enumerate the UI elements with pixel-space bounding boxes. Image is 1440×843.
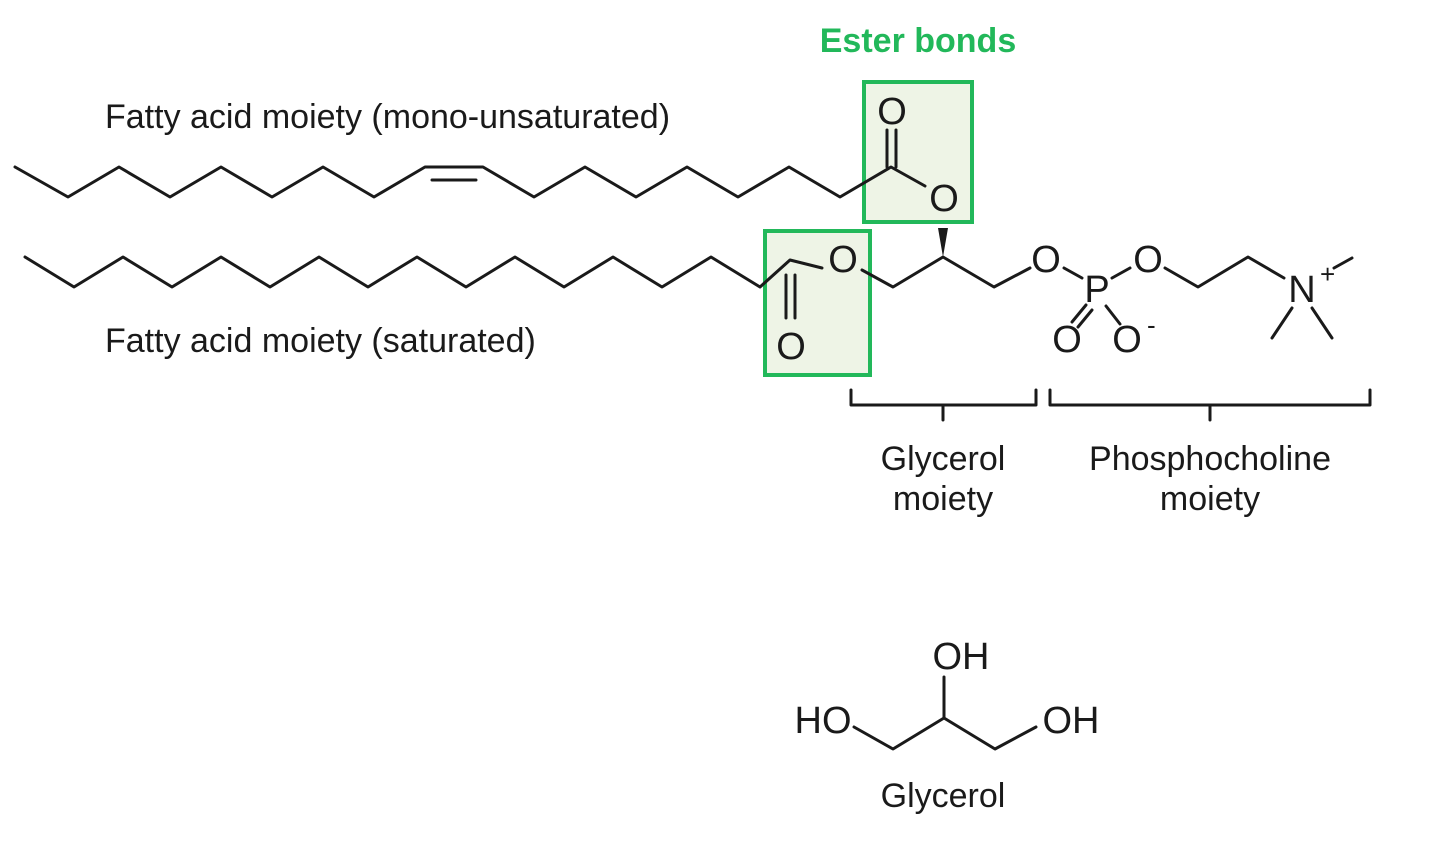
- stereo-wedge-bond: [938, 228, 948, 257]
- p-double-o-bond-a: [1070, 303, 1088, 324]
- p-o-minus-bond: [1104, 304, 1122, 326]
- ester-bond-box-upper: [862, 80, 974, 224]
- glycerol-top-hydroxyl: OH: [933, 636, 990, 678]
- glycerol-carbon-chain: [852, 716, 1038, 751]
- p-double-o-bond-b: [1076, 308, 1094, 329]
- saturated-chain: [23, 255, 824, 289]
- lower-ester-oxygen: O: [828, 239, 858, 281]
- o-p-bond-left: [1062, 266, 1084, 280]
- phosphorus-atom: P: [1084, 269, 1109, 311]
- glycerol-caption: Glycerol: [881, 777, 1006, 815]
- nitrogen-atom: N: [1288, 269, 1315, 311]
- plus-charge: +: [1320, 259, 1335, 289]
- label-fatty-acid-saturated: Fatty acid moiety (saturated): [105, 322, 536, 360]
- phosphocholine-moiety-label-line1: Phosphocholine: [1089, 440, 1331, 478]
- label-fatty-acid-unsaturated: Fatty acid moiety (mono-unsaturated): [105, 98, 670, 136]
- ester-bond-box-lower: [763, 229, 872, 377]
- choline-ester-oxygen: O: [1133, 239, 1163, 281]
- choline-chain: [1163, 255, 1286, 289]
- phosphoryl-oxygen: O: [1052, 319, 1082, 361]
- glycerol-left-hydroxyl: HO: [795, 700, 852, 742]
- glycerol-backbone: [860, 255, 1032, 289]
- glycerol-right-hydroxyl: OH: [1043, 700, 1100, 742]
- glycerol-moiety-label-line2: moiety: [893, 480, 993, 518]
- o-p-bond-right: [1110, 266, 1132, 280]
- lower-carbonyl-oxygen: O: [776, 326, 806, 368]
- upper-carbonyl-oxygen: O: [877, 91, 907, 133]
- phosphocholine-moiety-bracket: [1048, 388, 1372, 407]
- upper-ester-oxygen: O: [929, 178, 959, 220]
- unsaturated-chain: [13, 165, 927, 199]
- phosphate-ester-oxygen: O: [1031, 239, 1061, 281]
- glycerol-moiety-bracket: [849, 388, 1038, 407]
- phosphocholine-moiety-label-line2: moiety: [1160, 480, 1260, 518]
- ester-bonds-title: Ester bonds: [820, 22, 1016, 60]
- minus-charge: -: [1147, 310, 1156, 340]
- n-methyl-bond-1: [1332, 256, 1354, 270]
- n-methyl-bond-2: [1270, 306, 1294, 340]
- phosphate-oxygen-anion: O: [1112, 319, 1142, 361]
- n-methyl-bond-3: [1310, 306, 1334, 340]
- glycerol-moiety-label-line1: Glycerol: [881, 440, 1006, 478]
